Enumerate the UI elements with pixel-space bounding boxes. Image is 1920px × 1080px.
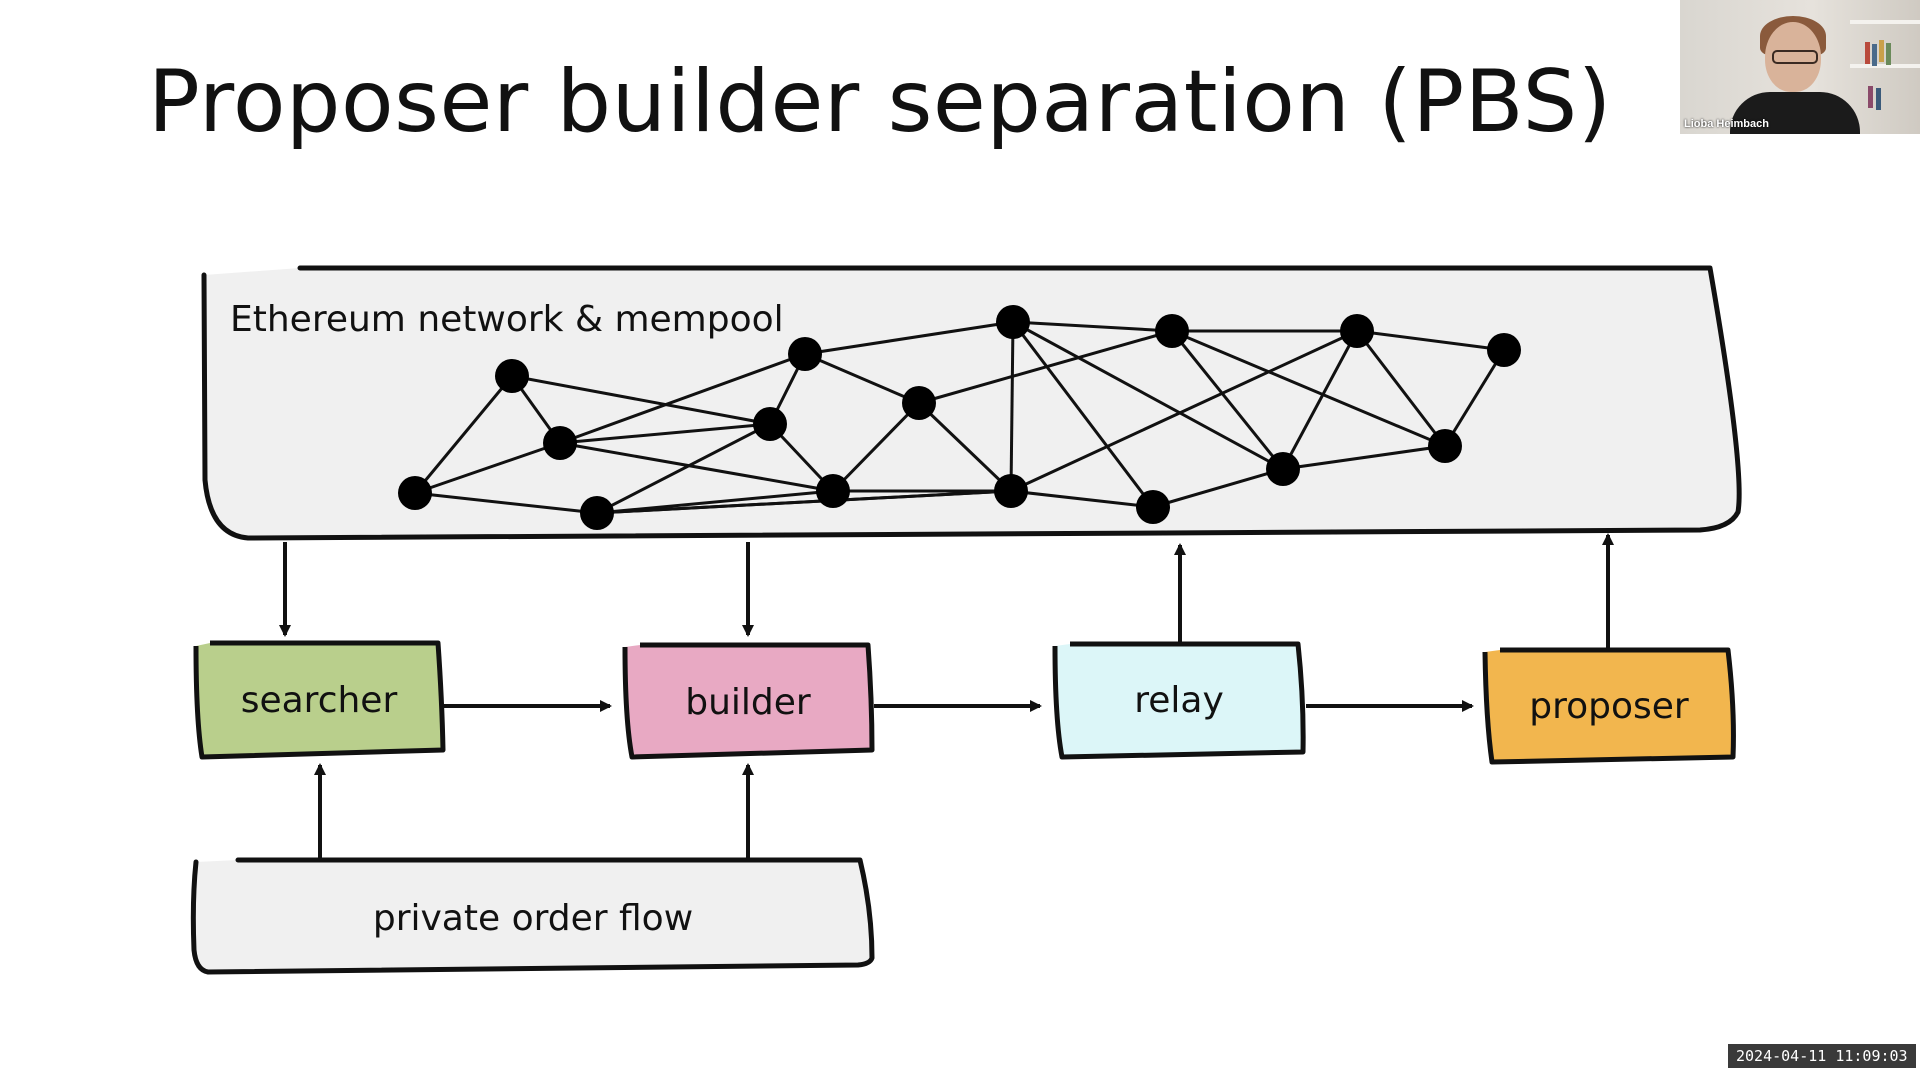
book <box>1868 86 1873 108</box>
network-node <box>753 407 787 441</box>
network-edge <box>1012 320 1173 333</box>
network-edge <box>1281 330 1359 470</box>
network-edge <box>596 489 834 515</box>
network-edge <box>1012 320 1284 471</box>
proposer-label: proposer <box>1529 686 1689 727</box>
bookshelf <box>1850 20 1920 24</box>
relay-label: relay <box>1134 680 1224 721</box>
searcher-box: searcher <box>193 640 446 760</box>
network-edge <box>559 422 771 445</box>
network-edge <box>511 374 771 426</box>
speaker-webcam: Lioba Heimbach <box>1680 0 1920 134</box>
searcher-label: searcher <box>241 680 398 721</box>
network-edge <box>559 352 806 445</box>
network-edge <box>1356 329 1505 352</box>
network-node <box>1340 314 1374 348</box>
network-edge <box>1009 321 1015 492</box>
network-edge <box>596 489 1012 515</box>
relay-box-shape <box>1052 641 1306 760</box>
network-node <box>398 476 432 510</box>
network-edge <box>596 422 771 515</box>
private-order-flow-box: private order flow <box>190 857 875 975</box>
network-edge <box>414 441 561 495</box>
network-node <box>1266 452 1300 486</box>
bookshelf <box>1850 64 1920 68</box>
network-node <box>1428 429 1462 463</box>
network-node <box>902 386 936 420</box>
book <box>1865 42 1870 64</box>
flow-arrows <box>279 533 1614 860</box>
relay-box: relay <box>1052 641 1306 760</box>
network-node <box>1136 490 1170 524</box>
network-node <box>580 496 614 530</box>
speaker-name: Lioba Heimbach <box>1684 118 1769 130</box>
book <box>1879 40 1884 62</box>
searcher-box-shape <box>193 640 446 760</box>
network-node <box>543 426 577 460</box>
recording-timestamp: 2024-04-11 11:09:03 <box>1728 1044 1916 1068</box>
network-node <box>816 474 850 508</box>
network-edge <box>831 401 921 493</box>
network-edge <box>804 320 1014 356</box>
network-container: Ethereum network & mempool <box>201 265 1742 541</box>
network-edge <box>1010 329 1358 493</box>
network-edge <box>917 401 1013 493</box>
network-node <box>1487 333 1521 367</box>
network-edges <box>413 320 1506 515</box>
speaker-body <box>1730 92 1860 134</box>
network-edge <box>1171 329 1446 448</box>
network-node <box>788 337 822 371</box>
network-nodes <box>398 305 1521 530</box>
book <box>1876 88 1881 110</box>
proposer-box-shape <box>1482 647 1736 765</box>
private-order-flow-label: private order flow <box>373 898 693 939</box>
network-edge <box>1170 330 1285 470</box>
private-order-flow-shape <box>190 857 875 975</box>
network-edge <box>559 441 834 493</box>
network-node <box>994 474 1028 508</box>
proposer-box: proposer <box>1482 647 1736 765</box>
builder-box-shape <box>622 642 875 760</box>
slide-title: Proposer builder separation (PBS) <box>148 52 1612 152</box>
network-node <box>495 359 529 393</box>
speaker-head <box>1765 22 1821 92</box>
network-edge <box>1443 349 1506 447</box>
network-edge <box>1152 467 1284 509</box>
network-label: Ethereum network & mempool <box>230 299 784 340</box>
network-edge <box>414 491 598 515</box>
network-edge <box>1282 444 1446 471</box>
network-edge <box>804 352 920 405</box>
glasses-icon <box>1772 50 1818 64</box>
network-edge <box>1355 330 1447 447</box>
builder-label: builder <box>685 682 811 723</box>
network-node <box>996 305 1030 339</box>
book <box>1872 44 1877 66</box>
network-edge <box>1010 489 1154 509</box>
network-node <box>1155 314 1189 348</box>
network-edge <box>413 375 514 494</box>
network-edge <box>1011 321 1155 508</box>
book <box>1886 43 1891 65</box>
builder-box: builder <box>622 642 875 760</box>
